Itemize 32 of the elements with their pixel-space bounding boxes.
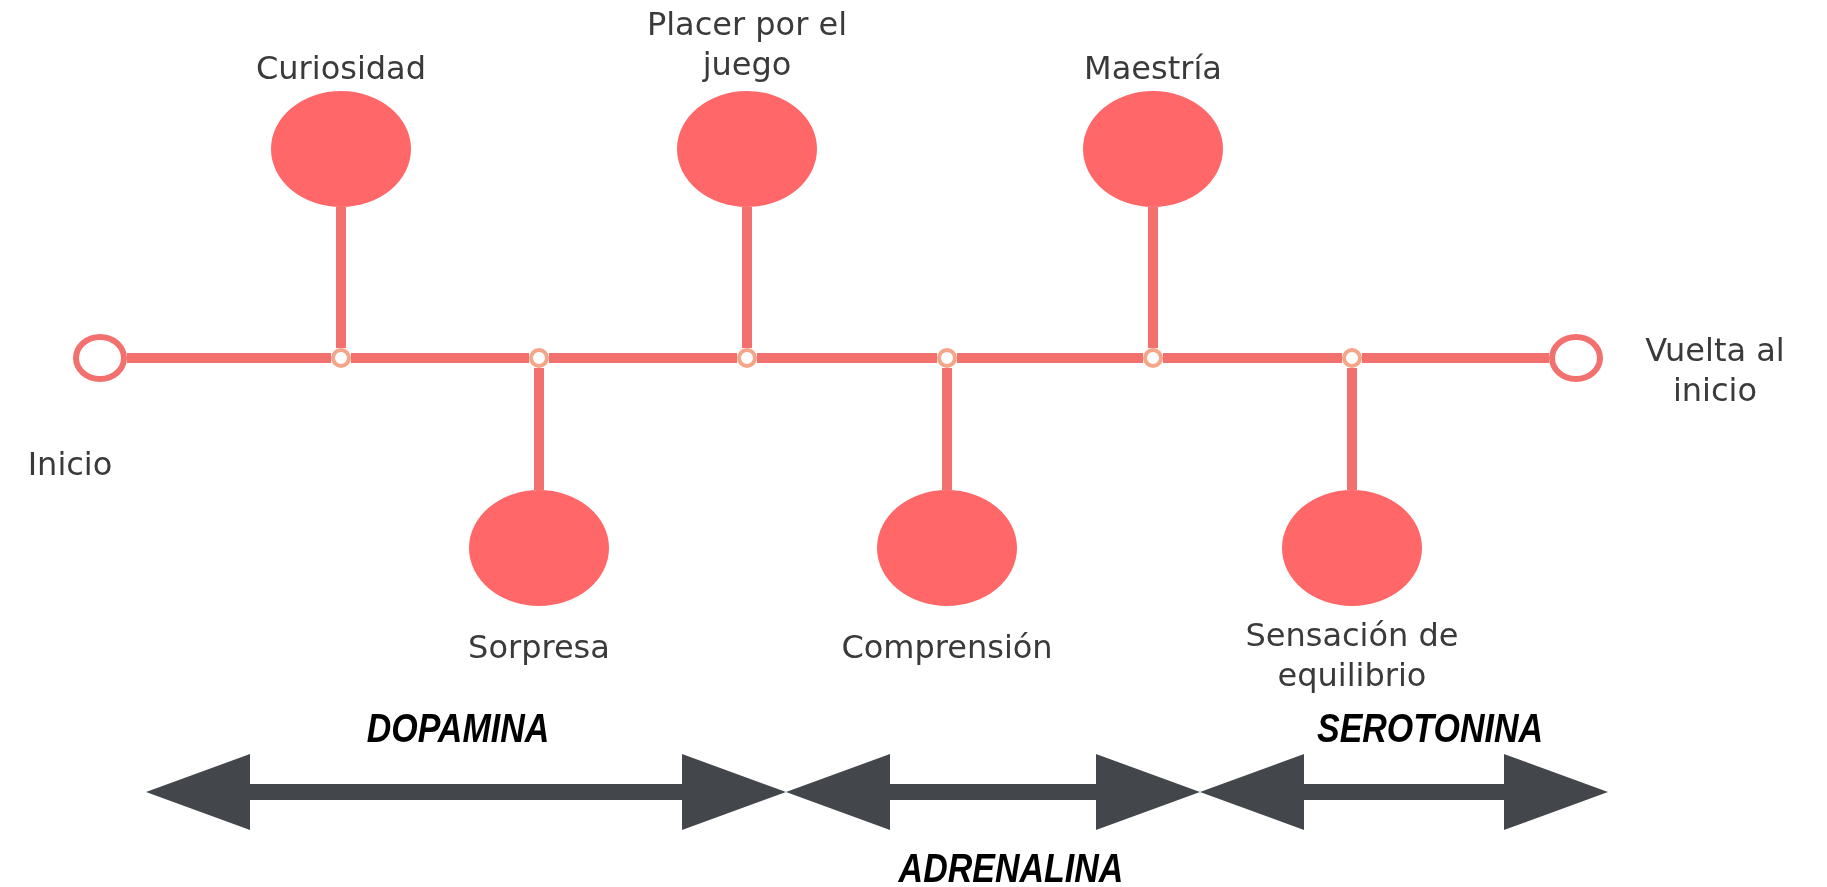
timeline-line [351, 353, 529, 363]
timeline-dot [1143, 348, 1163, 368]
timeline-line [1163, 353, 1342, 363]
timeline-dot [331, 348, 351, 368]
hormone-label: ADRENALINA [898, 845, 1124, 887]
milestone-label: Sensación de equilibrio [1244, 615, 1460, 695]
endpoint-circle [73, 334, 127, 382]
milestone-label: Placer por el juego [645, 4, 849, 84]
timeline-line [549, 353, 737, 363]
hormone-label: SEROTONINA [1316, 705, 1544, 751]
stem-line [1347, 368, 1357, 490]
timeline-dot [1342, 348, 1362, 368]
timeline-line [757, 353, 937, 363]
timeline-line [1362, 353, 1549, 363]
timeline-line [957, 353, 1143, 363]
milestone-label: Curiosidad [254, 48, 427, 88]
stem-line [336, 207, 346, 348]
timeline-dot [529, 348, 549, 368]
milestone-label: Comprensión [840, 627, 1054, 667]
milestone-label: Sorpresa [467, 627, 611, 667]
endpoint-circle [1549, 334, 1603, 382]
milestone-label: Inicio [26, 444, 114, 484]
timeline-line [127, 353, 331, 363]
stem-line [534, 368, 544, 490]
hormone-label: DOPAMINA [366, 705, 550, 751]
timeline-dot [737, 348, 757, 368]
stem-line [742, 207, 752, 348]
milestone-label: Maestría [1083, 48, 1223, 88]
stem-line [942, 368, 952, 490]
milestone-label: Vuelta al inicio [1644, 330, 1786, 410]
timeline-dot [937, 348, 957, 368]
stem-line [1148, 207, 1158, 348]
